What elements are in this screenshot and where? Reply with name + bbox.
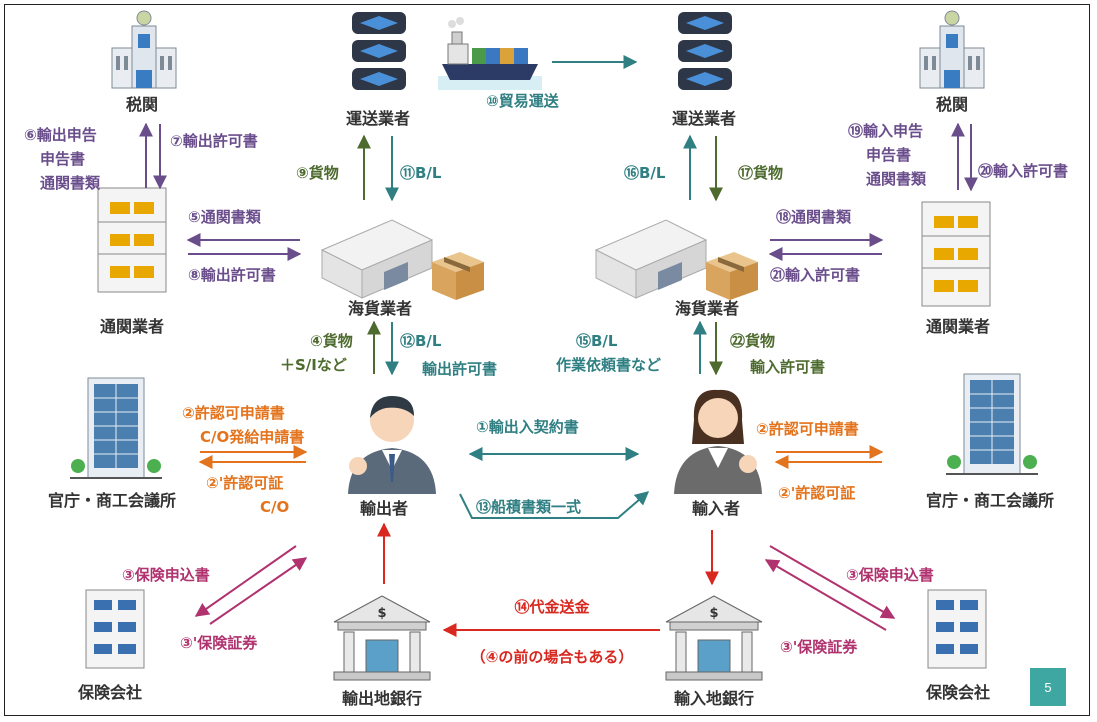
- customs-left-label: 税関: [126, 95, 158, 114]
- office-building-icon: [85, 589, 145, 669]
- bank-export-label: 輸出地銀行: [342, 689, 422, 708]
- office-building-icon: [97, 187, 167, 293]
- flow-6-label-line3: 通関書類: [40, 174, 101, 192]
- bank-icon: $: [665, 595, 763, 681]
- flow-20-label: ⑳輸入許可書: [978, 162, 1068, 180]
- businesswoman-icon: [674, 389, 762, 494]
- skyscraper-icon: [70, 377, 162, 479]
- flow-19-label-line2: 申告書: [866, 146, 911, 164]
- flow-2p-left-label: ②'許認可証: [206, 474, 283, 492]
- exporter-label: 輸出者: [360, 499, 408, 518]
- flow-19-label-line3: 通関書類: [866, 170, 927, 188]
- flow-12-label-line2: 輸出許可書: [422, 360, 497, 378]
- warehouse-icon: [320, 219, 434, 299]
- flow-5-label: ⑤通関書類: [188, 208, 262, 226]
- dollar-sign: $: [377, 606, 386, 621]
- flow-10-label: ⑩貿易運送: [486, 92, 560, 110]
- flow-14-note: （④の前の場合もある）: [471, 648, 634, 666]
- flow-9-label: ⑨貨物: [296, 164, 339, 182]
- bank-icon: $: [333, 595, 431, 681]
- flow-11-label: ⑪B/L: [400, 164, 442, 182]
- bank-import-label: 輸入地銀行: [674, 689, 754, 708]
- govt-right-label: 官庁・商工会議所: [926, 491, 1054, 510]
- arrow-3-left: [194, 545, 297, 617]
- dollar-sign: $: [709, 606, 718, 621]
- flow-7-label: ⑦輸出許可書: [170, 132, 258, 150]
- government-building-icon: [919, 10, 985, 89]
- flow-3-left-label: ③保険申込書: [122, 566, 210, 584]
- carrier-left-label: 運送業者: [346, 109, 410, 128]
- businessman-icon: [348, 396, 436, 494]
- flow-14-label: ⑭代金送金: [514, 598, 590, 616]
- carrier-right-label: 運送業者: [672, 109, 736, 128]
- arrow-3-right: [769, 545, 896, 619]
- importer-label: 輸入者: [692, 499, 740, 518]
- flow-2p-right-label: ②'許認可証: [778, 484, 855, 502]
- flow-21-label: ㉑輸入許可書: [770, 266, 860, 284]
- flow-12-label: ⑫B/L: [400, 332, 442, 350]
- arrow-3p-right: [764, 559, 887, 631]
- government-building-icon: [111, 10, 177, 89]
- flow-2-right-label: ②許認可申請書: [756, 420, 859, 438]
- office-building-icon: [921, 201, 991, 307]
- flow-17-label: ⑰貨物: [738, 164, 783, 182]
- office-building-icon: [927, 589, 987, 669]
- flow-13-label: ⑬船積書類一式: [476, 498, 581, 516]
- customs-right-label: 税関: [936, 95, 968, 114]
- flow-22-label: ㉒貨物: [730, 332, 775, 350]
- flow-2-left-label: ②許認可申請書: [182, 404, 285, 422]
- flow-3p-left-label: ③'保険証券: [180, 634, 258, 652]
- warehouse-icon: [594, 219, 708, 299]
- flow-15-label: ⑮B/L: [576, 332, 618, 350]
- insurer-right-label: 保険会社: [925, 683, 990, 702]
- flow-1-label: ①輸出入契約書: [476, 418, 579, 436]
- slide-frame: [4, 4, 1090, 716]
- flow-18-label: ⑱通関書類: [776, 208, 852, 226]
- flow-4-label: ④貨物: [310, 332, 353, 350]
- skyscraper-icon: [946, 373, 1038, 475]
- flow-22-label-line2: 輸入許可書: [750, 358, 825, 376]
- flow-8-label: ⑧輸出許可書: [188, 266, 276, 284]
- broker-left-label: 通関業者: [100, 317, 164, 336]
- flow-4-label-line2: ＋S/Iなど: [280, 356, 347, 374]
- flow-6-label-line2: 申告書: [40, 150, 85, 168]
- flow-2-left-label-line2: C/O発給申請書: [200, 428, 304, 446]
- broker-right-label: 通関業者: [926, 317, 990, 336]
- flow-16-label: ⑯B/L: [624, 164, 666, 182]
- forwarder-left-label: 海貨業者: [348, 299, 412, 318]
- cardboard-box-icon: [706, 252, 758, 300]
- server-stack-icon: [678, 12, 732, 90]
- flow-15-label-line2: 作業依頼書など: [556, 356, 661, 374]
- page-number-badge: 5: [1030, 668, 1066, 706]
- flow-19-label: ⑲輸入申告: [848, 122, 923, 140]
- arrow-3p-left: [209, 557, 308, 625]
- server-stack-icon: [352, 12, 406, 90]
- cardboard-box-icon: [432, 252, 484, 300]
- forwarder-right-label: 海貨業者: [675, 299, 739, 318]
- flow-2p-left-label-line2: C/O: [260, 498, 289, 516]
- govt-left-label: 官庁・商工会議所: [48, 491, 176, 510]
- arrow-13: [459, 491, 650, 519]
- container-ship-icon: [438, 17, 542, 90]
- flow-3p-right-label: ③'保険証券: [780, 638, 858, 656]
- flow-6-label: ⑥輸出申告: [24, 126, 97, 144]
- flow-3-right-label: ③保険申込書: [846, 566, 934, 584]
- insurer-left-label: 保険会社: [77, 683, 142, 702]
